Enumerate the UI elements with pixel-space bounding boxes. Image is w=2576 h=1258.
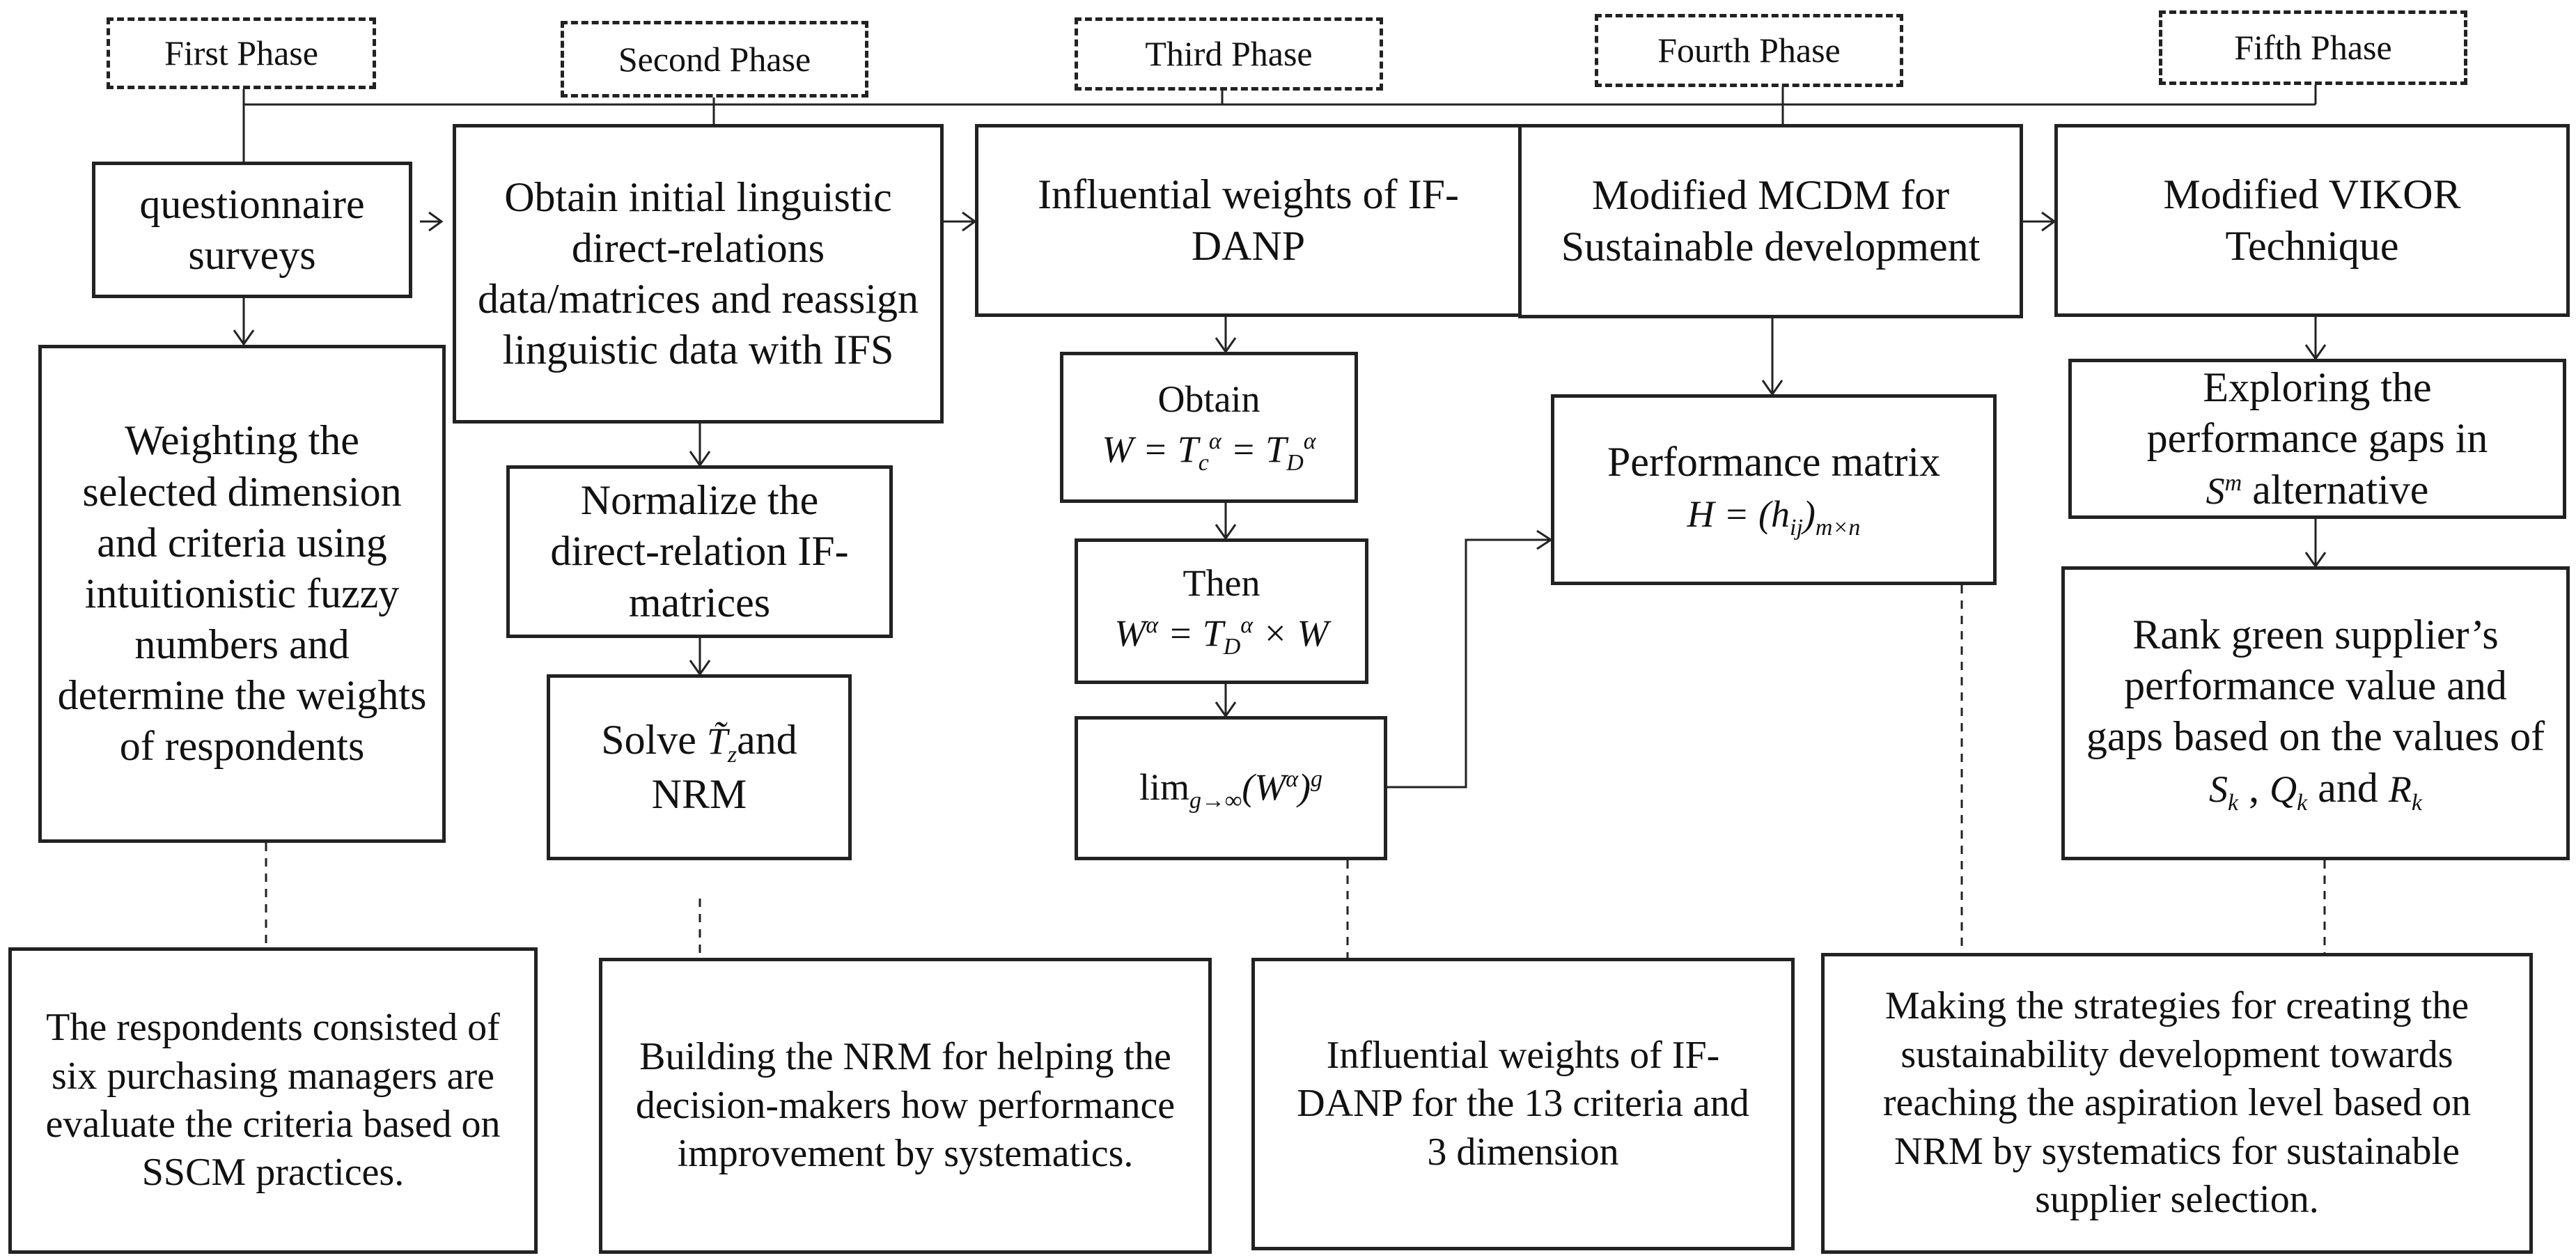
performance-matrix-box: Performance matrix H = (hij)m×n — [1551, 394, 1997, 585]
phase-header-5: Fifth Phase — [2159, 10, 2467, 85]
solve-nrm-box: Solve T̃zand NRM — [547, 674, 852, 860]
then-weight-box: Then Wα = TDα × W — [1075, 538, 1368, 684]
fourth-phase-note: Making the strategies for creating the s… — [1821, 953, 2533, 1254]
q-k-symbol: Qk — [2270, 768, 2308, 816]
phase-header-3: Third Phase — [1075, 17, 1383, 91]
phase-header-2: Second Phase — [561, 21, 868, 98]
h-matrix-equation: H = (hij)m×n — [1687, 493, 1861, 541]
t-tilde-z-symbol: T̃z — [706, 720, 737, 768]
limit-weight-box: limg→∞(Wα)g — [1075, 716, 1387, 860]
first-phase-note: The respondents consisted of six purchas… — [8, 947, 538, 1254]
linguistic-data-box: Obtain initial linguistic direct-relatio… — [453, 124, 944, 424]
questionnaire-surveys-box: questionnaire surveys — [92, 162, 412, 298]
third-phase-note: Influential weights of IF-DANP for the 1… — [1251, 958, 1795, 1250]
w-equation: W = Tcα = TDα — [1102, 428, 1316, 476]
modified-vikor-box: Modified VIKOR Technique — [2054, 124, 2570, 317]
r-k-symbol: Rk — [2388, 768, 2422, 816]
s-k-symbol: Sk — [2209, 768, 2239, 816]
weighting-respondents-box: Weighting the selected dimension and cri… — [38, 345, 446, 843]
obtain-weight-box: Obtain W = Tcα = TDα — [1060, 352, 1358, 503]
phase-header-1: First Phase — [107, 17, 376, 89]
normalize-matrices-box: Normalize the direct-relation IF-matrice… — [506, 465, 893, 638]
rank-supplier-box: Rank green supplier’s performance value … — [2061, 566, 2570, 860]
performance-gaps-box: Exploring the performance gaps in Sm alt… — [2068, 359, 2566, 519]
second-phase-note: Building the NRM for helping the decisio… — [599, 958, 1212, 1254]
modified-mcdm-box: Modified MCDM for Sustainable developmen… — [1518, 124, 2023, 318]
if-danp-box: Influential weights of IF-DANP — [975, 124, 1522, 317]
phase-header-4: Fourth Phase — [1595, 14, 1903, 87]
w-alpha-equation: Wα = TDα × W — [1114, 612, 1329, 660]
s-m-symbol: Sm — [2206, 469, 2242, 512]
limit-equation: limg→∞(Wα)g — [1139, 766, 1323, 814]
